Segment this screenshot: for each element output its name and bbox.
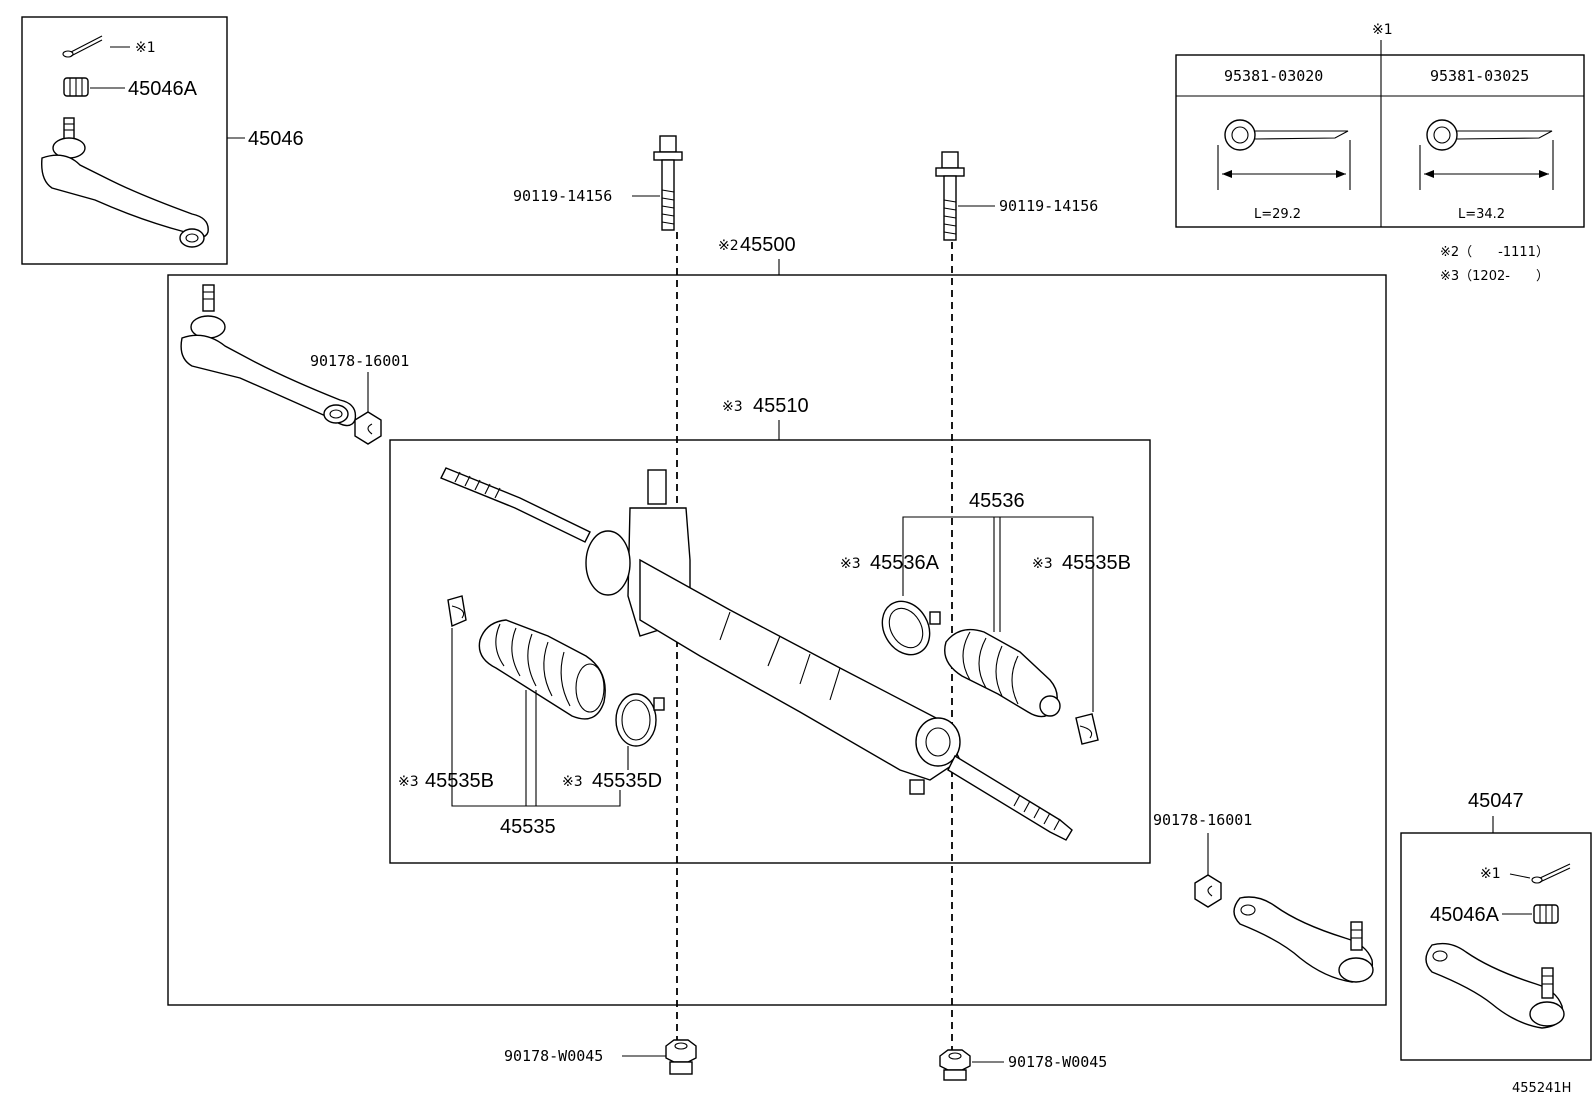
flange-nut-left-label: 90178-W0045 — [504, 1047, 603, 1065]
part-45536A-mark: ※3 — [840, 556, 861, 572]
boot-clamp-icon — [1075, 713, 1099, 745]
boot-clamp-icon — [615, 693, 665, 747]
cotter-pin-icon — [62, 35, 103, 58]
castle-nut-icon — [63, 77, 89, 97]
part-45535B-right-mark: ※3 — [1032, 556, 1053, 572]
mark-1-top-left: ※1 — [135, 40, 156, 56]
cotter-pin-icon — [1531, 863, 1571, 884]
hex-nut-icon — [354, 411, 382, 445]
part-45047-label: 45047 — [1468, 790, 1524, 812]
tie-rod-end-icon — [41, 117, 209, 248]
table-length-col1: L=29.2 — [1254, 207, 1301, 222]
sub-assembly-45510-group: ※3 45510 — [389, 395, 1151, 864]
tie-rod-end-icon — [1425, 942, 1565, 1029]
bolt-right-label: 90119-14156 — [999, 197, 1098, 215]
hex-nut-icon — [1194, 874, 1222, 908]
nut-bottom-right-label: 90178-16001 — [1153, 811, 1252, 829]
flange-nut-right-group: 90178-W0045 — [939, 1049, 1107, 1081]
part-45046-label: 45046 — [248, 128, 304, 150]
table-border — [1175, 54, 1585, 228]
part-45535D-label: 45535D — [592, 770, 662, 792]
cotter-pin-table: ※1 95381-03020 95381-03025 L=29.2 — [1175, 22, 1585, 228]
tie-rod-end-45047-box — [1400, 832, 1592, 1061]
flange-nut-right-label: 90178-W0045 — [1008, 1053, 1107, 1071]
tie-rod-end-45046-box — [21, 16, 228, 265]
note-mark-2: ※2（ -1111） — [1440, 245, 1549, 260]
flange-bolt-icon — [653, 135, 683, 231]
callout-line-45536 — [902, 516, 1094, 712]
cotter-pin-icon — [1419, 119, 1554, 190]
part-45535B-right-label: 45535B — [1062, 552, 1131, 574]
note-mark-3: ※3（1202- ） — [1440, 269, 1549, 284]
nut-top-left-label: 90178-16001 — [310, 352, 409, 370]
assembly-45500-label: 45500 — [740, 234, 796, 256]
tie-rod-end-45046-group: ※1 45046A 45046 — [21, 16, 304, 265]
part-45536-label: 45536 — [969, 490, 1025, 512]
part-45535B-left-mark: ※3 — [398, 774, 419, 790]
dust-boot-icon — [478, 619, 606, 720]
assembly-45500-group: ※2 45500 90178-16001 — [167, 234, 1387, 1006]
table-header-col1: 95381-03020 — [1224, 67, 1323, 85]
boot-clamp-icon — [447, 595, 467, 627]
part-45535D-mark: ※3 — [562, 774, 583, 790]
sub-assembly-45510-box — [389, 439, 1151, 864]
assembly-45500-mark: ※2 — [718, 238, 739, 254]
mark-1-bottom-right: ※1 — [1480, 866, 1501, 882]
part-45535B-left-label: 45535B — [425, 770, 494, 792]
castle-nut-icon — [1533, 904, 1559, 924]
bolt-left-group: 90119-14156 — [513, 135, 683, 231]
flange-nut-icon — [939, 1049, 971, 1081]
bolt-left-label: 90119-14156 — [513, 187, 612, 205]
part-45535-label: 45535 — [500, 816, 556, 838]
cotter-pin-icon — [1217, 119, 1351, 190]
table-length-col2: L=34.2 — [1458, 207, 1505, 222]
sub-assembly-45510-mark: ※3 — [722, 399, 743, 415]
table-mark-1: ※1 — [1372, 22, 1393, 38]
part-45046A-bottom-right-label: 45046A — [1430, 904, 1500, 926]
part-45046A-top-left-label: 45046A — [128, 78, 198, 100]
figure-number: 455241H — [1512, 1081, 1571, 1096]
bolt-right-group: 90119-14156 — [935, 151, 1098, 241]
tie-rod-end-45047-group: 45047 ※1 45046A — [1400, 790, 1592, 1061]
flange-nut-icon — [665, 1039, 697, 1075]
sub-assembly-45510-label: 45510 — [753, 395, 809, 417]
boot-clamp-icon — [881, 600, 941, 656]
assembly-45500-box — [167, 274, 1387, 1006]
table-header-col2: 95381-03025 — [1430, 67, 1529, 85]
part-45536A-label: 45536A — [870, 552, 940, 574]
dust-boot-icon — [944, 628, 1061, 718]
tie-rod-end-icon — [1233, 896, 1374, 983]
steering-rack-icon — [440, 467, 1073, 841]
flange-nut-left-group: 90178-W0045 — [504, 1039, 697, 1075]
flange-bolt-icon — [935, 151, 965, 241]
